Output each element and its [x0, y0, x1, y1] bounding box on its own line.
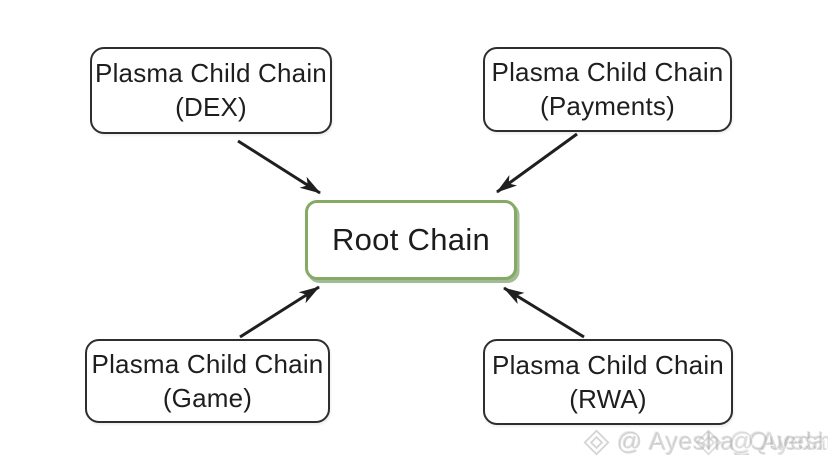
node-plasma-child-chain-rwa: Plasma Child Chain (RWA) [483, 339, 733, 425]
arrow-game-to-root [239, 285, 320, 339]
node-label-line1: Plasma Child Chain [492, 349, 724, 380]
diamond-icon [583, 429, 610, 456]
node-root-chain: Root Chain [305, 200, 517, 280]
node-label-line2: (Payments) [540, 91, 675, 121]
watermark: @ Ayesha_Queda @ Ayesha_Queda [583, 428, 828, 464]
node-label-line1: Plasma Child Chain [491, 57, 724, 88]
node-label-line2: (Game) [162, 382, 253, 413]
watermark-copy-1: @ Ayesha_Queda [583, 428, 827, 457]
node-plasma-child-chain-game: Plasma Child Chain (Game) [85, 339, 330, 423]
watermark-text: @ Ayesha_Queda [729, 428, 828, 456]
arrow-dex-to-root [237, 139, 321, 195]
arrow-rwa-to-root [503, 286, 585, 339]
node-label-line1: Plasma Child Chain [91, 348, 324, 379]
root-chain-label: Root Chain [331, 222, 491, 257]
watermark-text: @ Ayesha_Queda [617, 428, 827, 456]
node-label-line1: Plasma Child Chain [95, 58, 327, 89]
node-plasma-child-chain-payments: Plasma Child Chain (Payments) [483, 47, 732, 132]
node-label-line2: (RWA) [569, 383, 647, 414]
watermark-copy-2: @ Ayesha_Queda [695, 428, 828, 457]
node-label-line2: (DEX) [175, 92, 247, 122]
arrow-payments-to-root [496, 132, 578, 194]
node-plasma-child-chain-dex: Plasma Child Chain (DEX) [90, 47, 332, 134]
diamond-icon [695, 429, 722, 456]
